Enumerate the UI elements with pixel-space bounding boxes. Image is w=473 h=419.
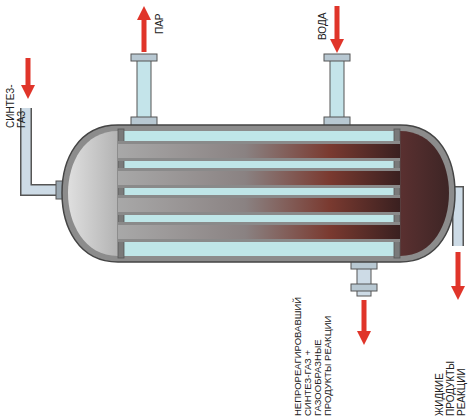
inlet-pipe-fill [26, 108, 66, 190]
inlet-pipe [26, 108, 66, 190]
reaction-tubes [118, 141, 400, 242]
stream-label: ПАР [154, 13, 165, 34]
stream-label: ВОДА [317, 13, 328, 40]
flange [324, 54, 350, 61]
flow-arrows [21, 6, 465, 345]
reactor-interior [68, 131, 449, 256]
reactor-shell [62, 125, 455, 262]
stream-label: НЕПРОРЕАГИРОВАВШИЙ СИНТЕЗ-ГАЗ + ГАЗООБРА… [293, 297, 333, 416]
stream-label: ЖИДКИЕ ПРОДУКТЫ РЕАКЦИИ [434, 361, 467, 416]
stream-label: СИНТЕЗ-ГАЗ [5, 84, 27, 128]
flange [131, 54, 157, 61]
flange [351, 284, 377, 291]
